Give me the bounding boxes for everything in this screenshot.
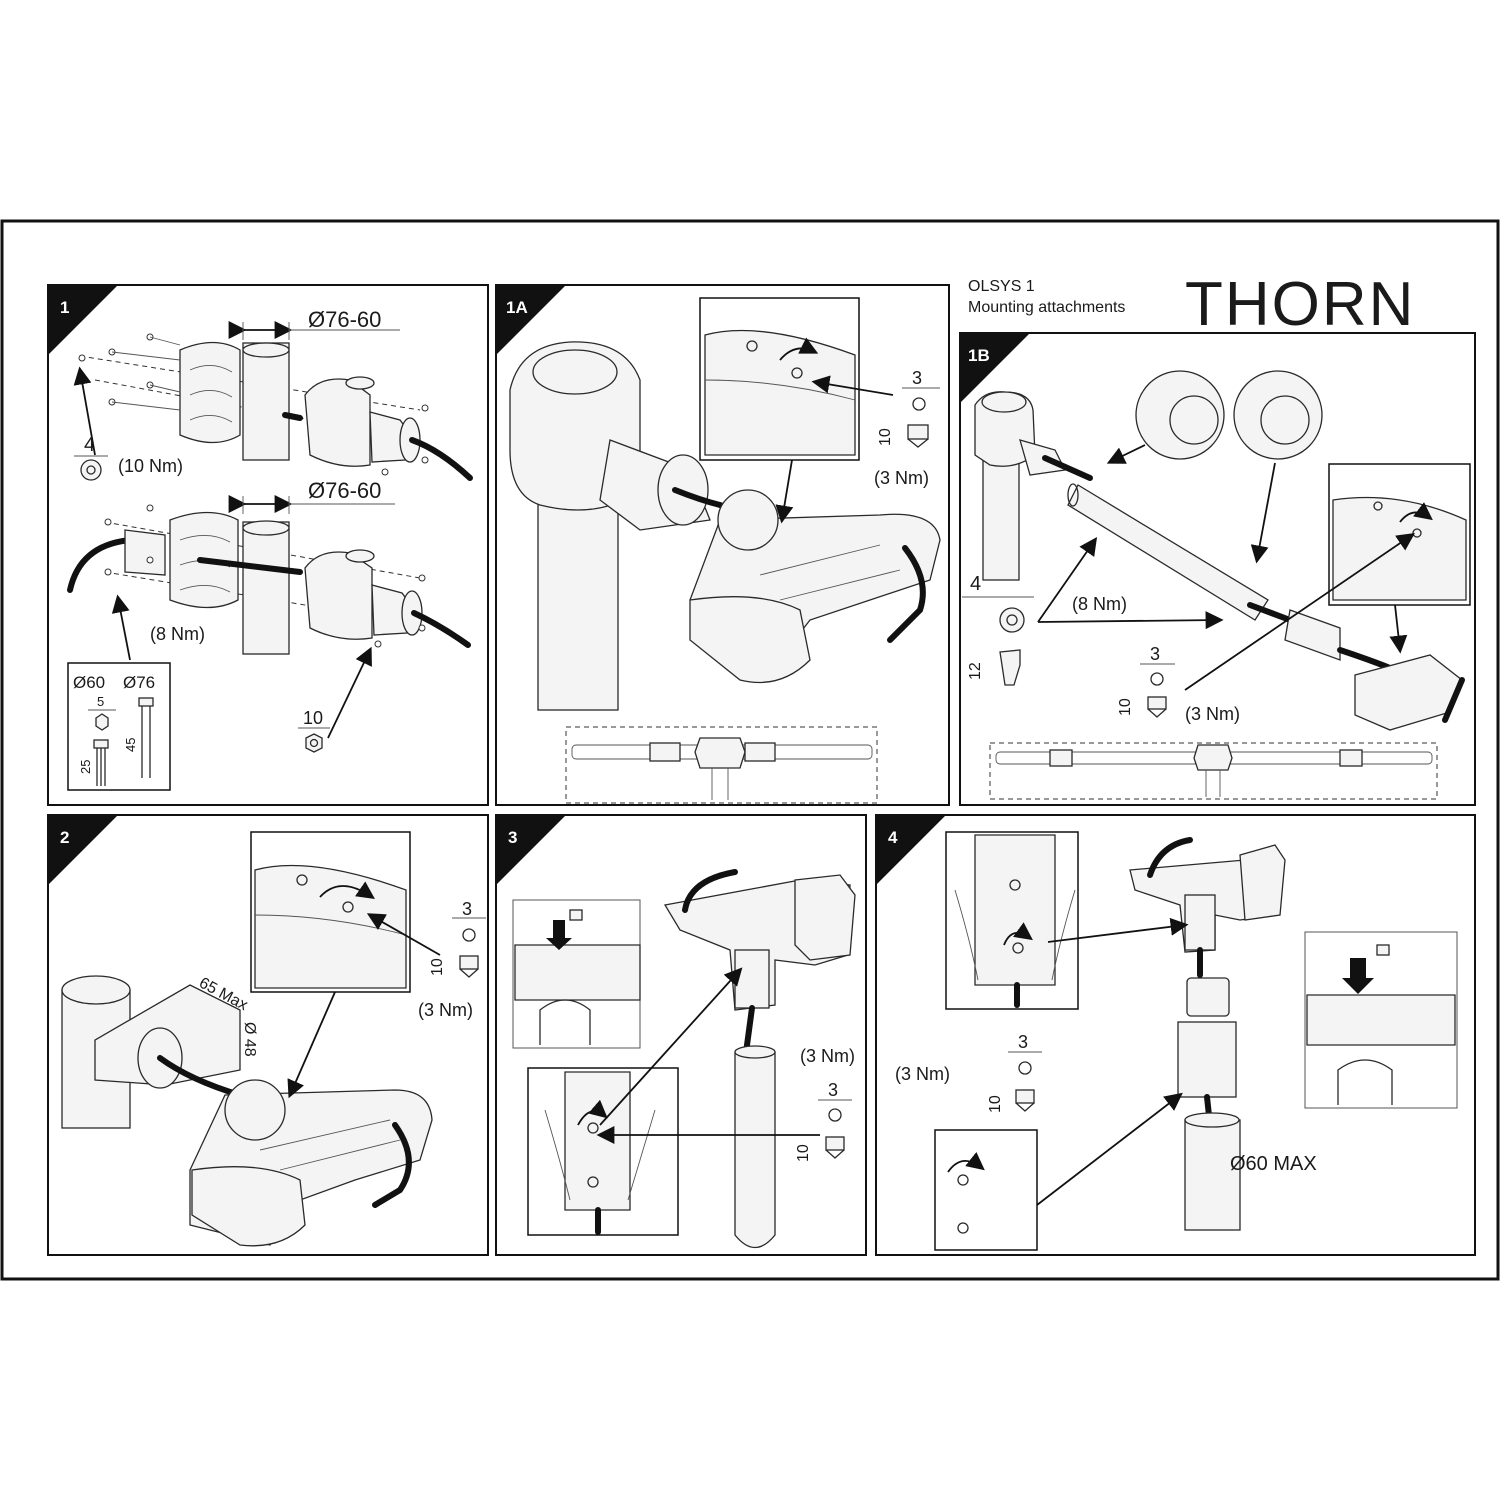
panel-1-step: 1	[60, 298, 69, 317]
torque-2: (3 Nm)	[418, 1000, 473, 1020]
hex-key-3: 3	[828, 1080, 838, 1100]
panel-1b-corner	[960, 333, 1030, 403]
inset-d60: Ø60	[73, 673, 105, 692]
hex-key-size-lower: 10	[303, 708, 323, 728]
sheet-border	[0, 219, 1500, 1281]
panel-3-corner	[496, 815, 566, 885]
panel-1a-corner	[496, 285, 566, 355]
pole-top-bracket	[509, 341, 743, 711]
panel-2: 2 65 Max Ø 48 3 10 (3 Nm)	[47, 814, 489, 1256]
product-code: OLSYS 1	[968, 278, 1035, 295]
side-entry-pipe	[61, 975, 243, 1129]
panel-1b-step: 1B	[968, 346, 990, 365]
torque-1a: (3 Nm)	[874, 468, 929, 488]
hex-key-2: 3	[462, 899, 472, 919]
hex-key-size-upper: 4	[84, 434, 95, 456]
torque-lower: (8 Nm)	[150, 624, 205, 644]
pole-diameter-upper: Ø76-60	[308, 307, 381, 332]
bolt-length-inset: Ø60 Ø76 5 25 45	[67, 662, 171, 791]
torque-upper: (10 Nm)	[118, 456, 183, 476]
hex-key-1b: 4	[970, 573, 981, 595]
screw-length-2: 10	[429, 958, 446, 976]
hex-key-1b-small: 3	[1150, 644, 1160, 664]
overview-1a	[565, 726, 878, 804]
panel-1-corner	[48, 285, 118, 355]
entry-diameter: Ø 48	[241, 1022, 258, 1057]
screw-length-3: 10	[795, 1144, 812, 1162]
panel-4: 4 Ø60 MAX (3 Nm) 3 10	[875, 814, 1476, 1256]
top-entry-head	[663, 869, 856, 1249]
pole-diameter-lower: Ø76-60	[308, 478, 381, 503]
panel-1b: 1B 4	[959, 332, 1476, 806]
drop-arrow-icon-4	[1342, 958, 1374, 994]
luminaire-head-2	[189, 1079, 433, 1247]
torque-3: (3 Nm)	[800, 1046, 855, 1066]
brand-logo: THORN	[1185, 270, 1415, 339]
panel-4-step: 4	[888, 828, 898, 847]
inset-length-short: 25	[78, 760, 93, 774]
torque-1b-arm: (8 Nm)	[1072, 594, 1127, 614]
pipe-end-detail-a	[1135, 370, 1225, 460]
panel-3: 3 (3 Nm) 3 10	[495, 814, 867, 1256]
post-top-head	[1129, 837, 1286, 1231]
inset-length-long: 45	[123, 738, 138, 752]
inset-d76: Ø76	[123, 673, 155, 692]
panel-2-corner	[48, 815, 118, 885]
hex-key-icon	[80, 459, 102, 481]
nut-icon	[305, 733, 323, 753]
clamp-assembly-lower	[67, 504, 471, 655]
screw-length-4: 10	[987, 1095, 1004, 1113]
drop-arrow-icon-3	[546, 920, 572, 950]
screw-length-1a: 10	[877, 428, 894, 446]
hex-key-1a: 3	[912, 368, 922, 388]
pole-max-diameter: Ø60 MAX	[1230, 1153, 1317, 1175]
clamp-assembly-upper	[78, 333, 473, 481]
pipe-end-detail-b	[1233, 370, 1323, 460]
panel-1a-step: 1A	[506, 298, 528, 317]
sheet-subtitle: Mounting attachments	[968, 299, 1125, 316]
screw-length-1b-b: 10	[1117, 698, 1134, 716]
panel-4-corner	[876, 815, 946, 885]
panel-1a: 1A 3 10 (3 Nm)	[495, 284, 950, 806]
screw-length-1b-a: 12	[967, 662, 984, 680]
inset-width: 5	[97, 694, 104, 709]
panel-2-step: 2	[60, 828, 69, 847]
panel-1: 1 Ø76-6	[47, 284, 489, 806]
torque-4: (3 Nm)	[895, 1064, 950, 1084]
hex-key-4: 3	[1018, 1032, 1028, 1052]
pole-arm-bracket	[974, 391, 1465, 731]
panel-3-step: 3	[508, 828, 517, 847]
luminaire-head	[689, 489, 941, 684]
detail-magnifier-4-lower	[934, 1129, 1038, 1251]
torque-1b-head: (3 Nm)	[1185, 704, 1240, 724]
